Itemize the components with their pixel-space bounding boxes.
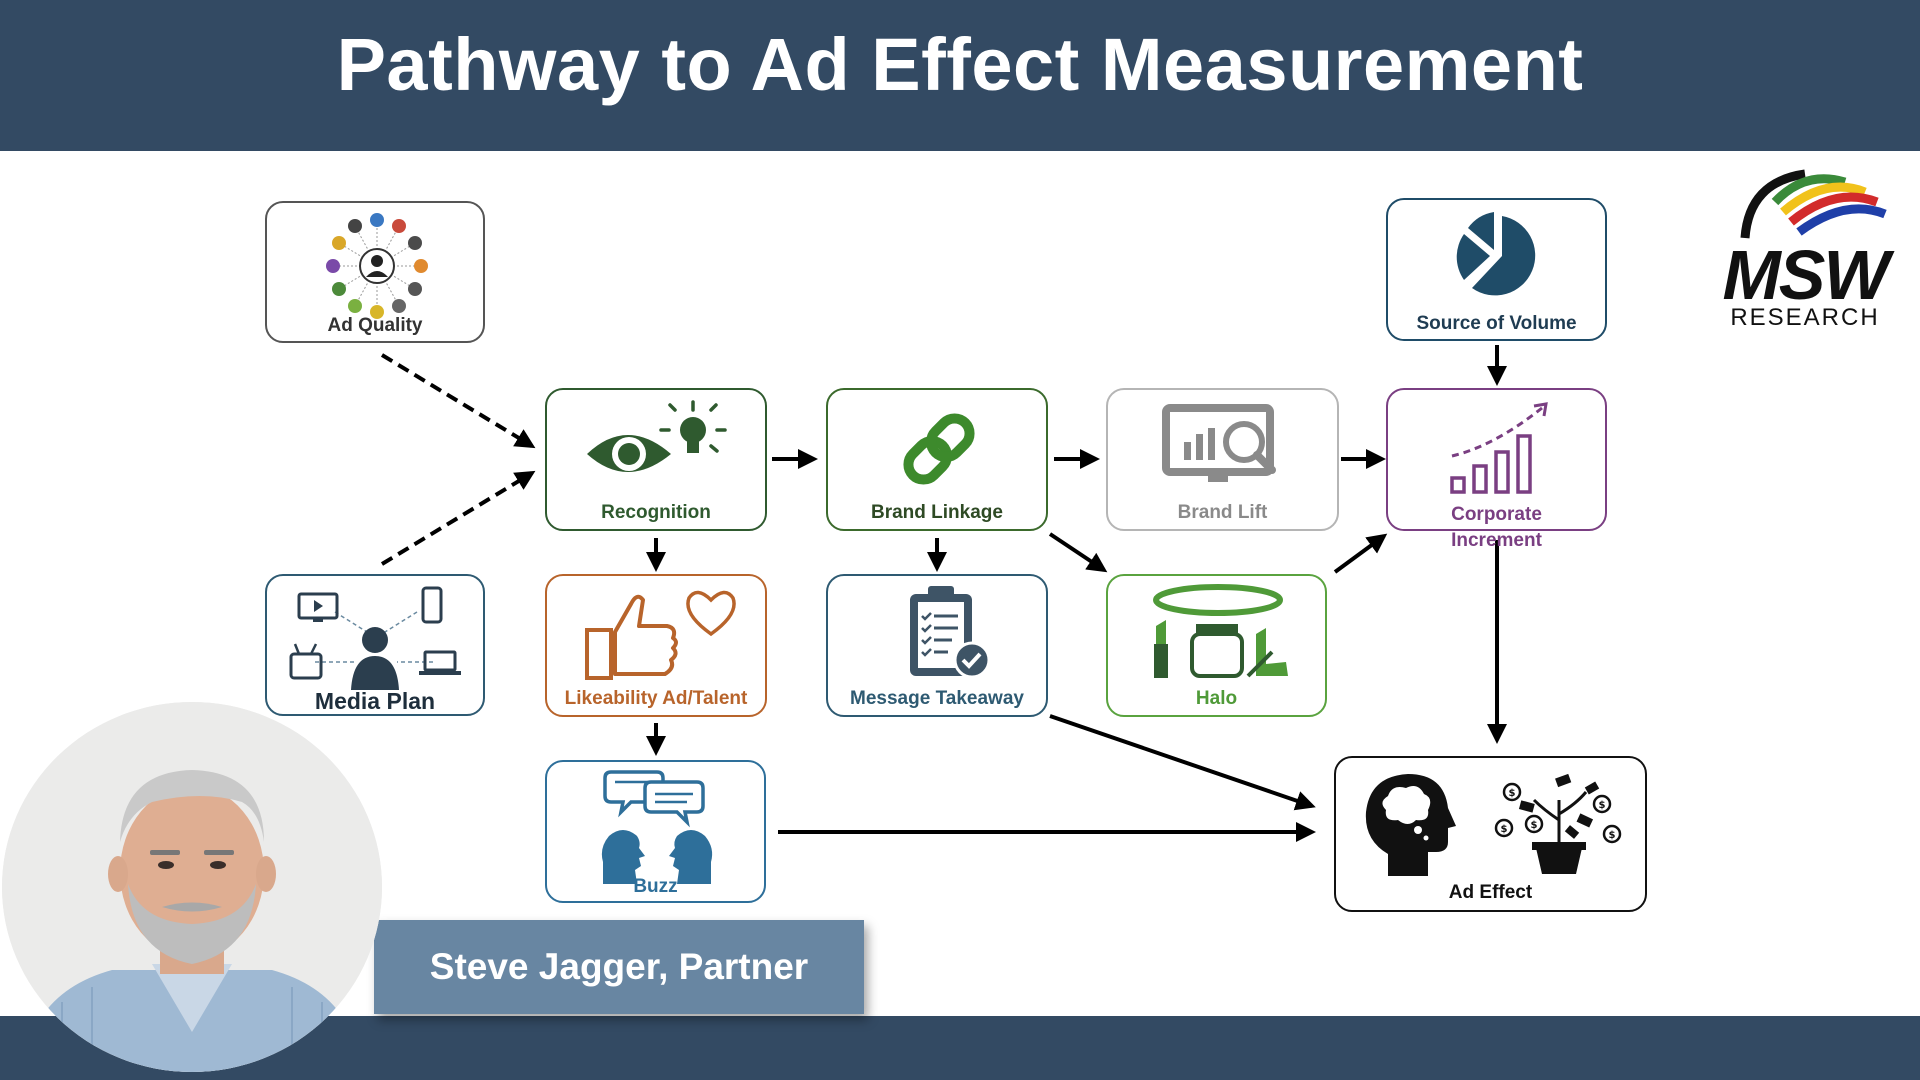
logo-arcs-icon — [1740, 169, 1887, 239]
node-label-message-takeaway: Message Takeaway — [850, 688, 1024, 709]
presenter-video — [2, 702, 382, 1072]
money-plant-icon: $ $ $ $ $ — [1494, 773, 1622, 874]
edge-brandlinkage-halo — [1048, 532, 1108, 573]
node-media-plan: Media Plan — [265, 574, 485, 716]
edge-halo-corpincrement — [1333, 533, 1388, 574]
presenter-portrait — [2, 702, 382, 1072]
chain-link-icon — [903, 413, 975, 485]
slide-title: Pathway to Ad Effect Measurement — [336, 23, 1584, 106]
header-bar — [0, 0, 1920, 151]
pie-chart-icon — [1456, 212, 1536, 296]
svg-text:$: $ — [1509, 788, 1516, 799]
svg-text:$: $ — [1599, 800, 1606, 811]
node-brand-lift: Brand Lift — [1106, 388, 1339, 531]
node-message-takeaway: Message Takeaway — [826, 574, 1048, 717]
node-ad-quality: Ad Quality — [265, 201, 485, 343]
node-label-recognition: Recognition — [601, 502, 711, 523]
edge-adquality-recognition — [380, 353, 536, 449]
node-ad-effect: $ $ $ $ $ Ad Effect — [1334, 756, 1647, 912]
node-brand-linkage: Brand Linkage — [826, 388, 1048, 531]
node-recognition: Recognition — [545, 388, 767, 531]
node-label-buzz: Buzz — [633, 876, 678, 897]
node-label-likeability: Likeability Ad/Talent — [564, 688, 748, 709]
node-label-ad-quality: Ad Quality — [327, 315, 423, 336]
presenter-name-plate: Steve Jagger, Partner — [374, 920, 864, 1014]
eye-lightbulb-icon — [587, 400, 727, 472]
node-label-corporate-increment: Corporate Increment — [1451, 504, 1542, 551]
clipboard-check-icon — [910, 586, 991, 679]
cosmetics-halo-icon — [1153, 584, 1288, 678]
node-buzz: Buzz — [545, 760, 766, 903]
node-label-media-plan: Media Plan — [314, 688, 436, 714]
footer-bar — [0, 1016, 1920, 1080]
svg-text:$: $ — [1609, 830, 1616, 841]
node-label-brand-lift: Brand Lift — [1177, 502, 1268, 523]
svg-text:$: $ — [1501, 824, 1508, 835]
conversation-heads-icon — [601, 770, 713, 884]
node-label-brand-linkage: Brand Linkage — [871, 502, 1003, 523]
presenter-caption: Steve Jagger, Partner — [429, 946, 809, 987]
node-likeability: Likeability Ad/Talent — [545, 574, 767, 717]
node-halo: Halo — [1106, 574, 1327, 717]
node-label-ad-effect: Ad Effect — [1448, 882, 1533, 903]
node-corporate-increment: Corporate Increment — [1386, 388, 1607, 551]
people-network-icon — [326, 213, 428, 319]
thumbs-up-heart-icon — [585, 590, 736, 680]
svg-text:$: $ — [1531, 820, 1538, 831]
monitor-analytics-icon — [1162, 404, 1276, 482]
node-label-source-of-volume: Source of Volume — [1416, 313, 1577, 334]
edge-mediaplan-recognition — [380, 470, 536, 566]
node-label-halo: Halo — [1195, 688, 1238, 709]
growth-bars-icon — [1450, 402, 1548, 494]
logo-tagline: RESEARCH — [1730, 304, 1880, 331]
edge-message-adeffect — [1049, 714, 1316, 811]
node-source-of-volume: Source of Volume — [1386, 198, 1607, 341]
media-devices-person-icon — [289, 586, 461, 690]
msw-research-logo: MSW RESEARCH — [1705, 162, 1905, 332]
logo-wordmark: MSW — [1722, 236, 1889, 314]
head-brain-icon — [1365, 774, 1456, 876]
